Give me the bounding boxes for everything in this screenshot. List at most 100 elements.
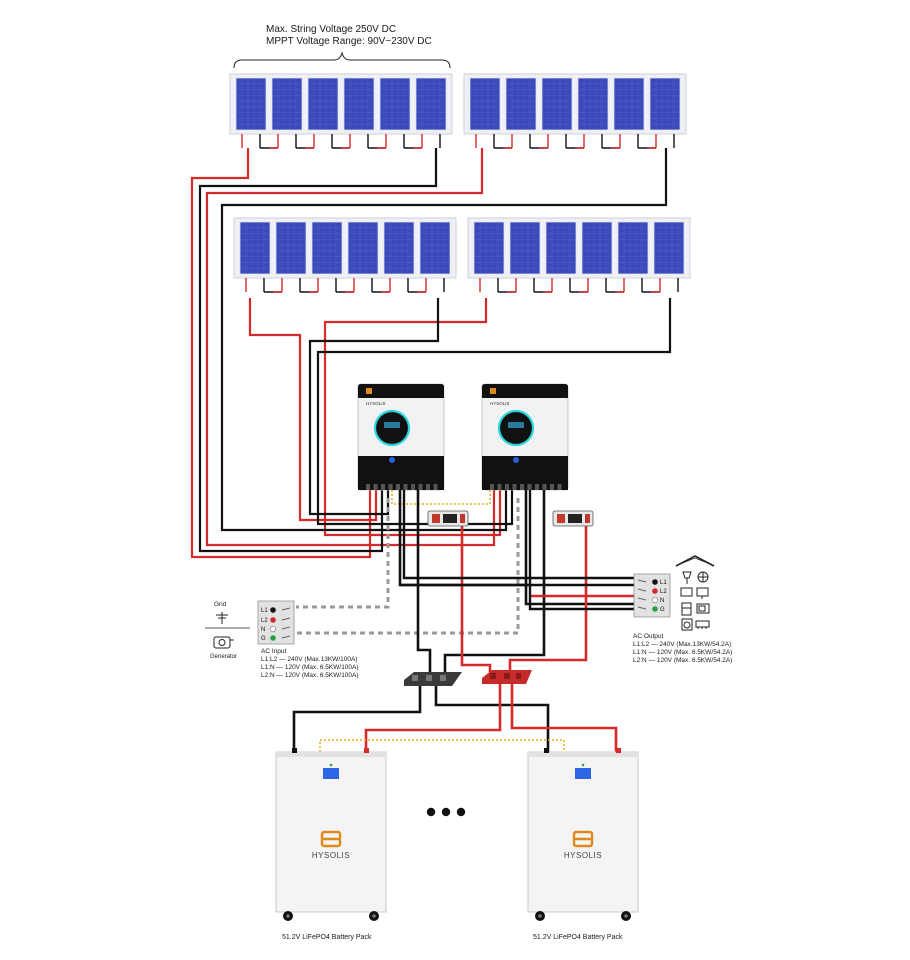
- generator-icon: [213, 636, 234, 649]
- ac-output-line-l2n: L2:N — 120V (Max. 6.5KW/54.2A): [633, 657, 733, 664]
- hysolis-logo-icon: [320, 830, 342, 848]
- battery-display: [575, 768, 591, 779]
- more-batteries-ellipsis: [426, 807, 466, 817]
- brand-logo-icon: [366, 388, 372, 394]
- battery-1-label: 51.2V LiFePO4 Battery Pack: [282, 934, 372, 941]
- solar-panel: [271, 77, 314, 149]
- ac-input-line-l1l2: L1:L2 — 240V (Max.13KW/100A): [261, 656, 358, 663]
- battery-brand-label: HYSOLIS: [312, 851, 350, 860]
- lamp-icon: [682, 571, 692, 584]
- solar-string-4: [467, 217, 691, 293]
- ac-output-spec: AC Output L1:L2 — 240V (Max.13KW/54.2A) …: [633, 633, 732, 665]
- inverter-brand-label: HYSOLIS: [490, 401, 510, 406]
- solar-panel: [379, 77, 422, 149]
- battery-positive-terminal: [616, 748, 621, 753]
- ac-input-cables: [296, 498, 520, 635]
- hysolis-logo-icon: [572, 830, 594, 848]
- pv-spec-note: Max. String Voltage 250V DC MPPT Voltage…: [266, 24, 432, 48]
- pv-wires: [190, 148, 672, 559]
- battery-2-label: 51.2V LiFePO4 Battery Pack: [533, 934, 623, 941]
- pv-wire-black-4: [316, 298, 672, 526]
- ac-output-terminal: L1 L2 N G: [633, 573, 671, 618]
- grid-icon: [216, 612, 228, 624]
- battery-pack-2: HYSOLIS: [527, 748, 639, 921]
- ac-input-line-l1n: L1:N — 120V (Max. 6.5KW/100A): [261, 664, 359, 671]
- battery-dc-cables: [398, 490, 634, 672]
- battery-shunt-1: [427, 510, 469, 527]
- ac-output-terminal-g: G: [660, 607, 665, 613]
- solar-panel: [545, 221, 588, 293]
- solar-panel: [239, 221, 282, 293]
- solar-panel: [509, 221, 552, 293]
- solar-arrays: [229, 73, 691, 293]
- solar-panel: [617, 221, 660, 293]
- ac-output-terminal-n: N: [660, 598, 664, 604]
- ac-input-terminal-l1: L1: [261, 608, 268, 614]
- pv-spec-max-string-voltage: Max. String Voltage 250V DC: [266, 24, 397, 35]
- ac-output-line-l1l2: L1:L2 — 240V (Max.13KW/54.2A): [633, 641, 732, 648]
- battery-negative-terminal: [544, 748, 549, 753]
- appliance-icons: [680, 571, 710, 631]
- microwave-icon: [696, 603, 710, 614]
- solar-panel: [469, 77, 512, 149]
- inverter-2: HYSOLIS: [481, 383, 569, 491]
- solar-panel: [347, 221, 390, 293]
- solar-panel: [275, 221, 318, 293]
- pv-wire-red-3: [248, 298, 378, 522]
- ac-output-terminal-l2: L2: [660, 589, 667, 595]
- battery-pack-1: HYSOLIS: [275, 748, 387, 921]
- battery-display: [323, 768, 339, 779]
- solar-string-1: [229, 73, 453, 149]
- battery-status-led: [329, 763, 333, 767]
- generator-label: Generator: [210, 654, 238, 660]
- pv-wire-red-4: [323, 298, 502, 537]
- pv-spec-mppt-range: MPPT Voltage Range: 90V~230V DC: [266, 36, 432, 47]
- solar-panel: [581, 221, 624, 293]
- washer-icon: [681, 618, 693, 631]
- busbar-to-battery-cables: [292, 684, 618, 752]
- solar-panel: [419, 221, 451, 292]
- solar-panel: [343, 77, 386, 149]
- grid-label: Grid: [214, 601, 227, 608]
- ac-input-title: AC Input: [261, 648, 287, 655]
- ac-input-terminal-l2: L2: [261, 618, 268, 624]
- ac-output-terminal-l1: L1: [660, 580, 667, 586]
- battery-brand-label: HYSOLIS: [564, 851, 602, 860]
- ac-input-terminal-n: N: [261, 627, 265, 633]
- positive-busbar: [482, 670, 532, 684]
- ac-output-line-l1n: L1:N — 120V (Max. 6.5KW/54.2A): [633, 649, 733, 656]
- negative-busbar: [404, 672, 462, 686]
- tv-icon: [680, 587, 693, 597]
- solar-panel: [649, 77, 681, 148]
- solar-panel: [577, 77, 620, 149]
- solar-panel: [311, 221, 354, 293]
- fan-icon: [697, 571, 709, 583]
- battery-shunt-2: [552, 510, 594, 527]
- ac-output-cables: [402, 490, 634, 611]
- brand-logo-icon: [490, 388, 496, 394]
- solar-panel: [505, 77, 548, 149]
- power-button-icon: [389, 457, 395, 463]
- battery-status-led: [581, 763, 585, 767]
- solar-panel: [541, 77, 584, 149]
- pc-icon: [696, 587, 709, 599]
- ac-output-title: AC Output: [633, 633, 664, 640]
- solar-panel: [383, 221, 426, 293]
- house-icon: [675, 555, 715, 567]
- solar-string-3: [233, 217, 457, 293]
- solar-panel: [613, 77, 656, 149]
- fridge-icon: [681, 602, 692, 616]
- pv-wire-red-2: [205, 148, 496, 547]
- solar-panel: [235, 77, 278, 149]
- battery-negative-terminal: [292, 748, 297, 753]
- ac-unit-icon: [695, 620, 710, 629]
- ac-input-terminal: L1 L2 N G: [257, 600, 295, 645]
- solar-panel: [307, 77, 350, 149]
- pv-wire-black-1: [198, 148, 438, 553]
- inverter-brand-label: HYSOLIS: [366, 401, 386, 406]
- ac-input-spec: AC Input L1:L2 — 240V (Max.13KW/100A) L1…: [261, 648, 359, 680]
- string-brace: [233, 51, 451, 69]
- solar-panel: [653, 221, 685, 292]
- solar-string-2: [463, 73, 687, 149]
